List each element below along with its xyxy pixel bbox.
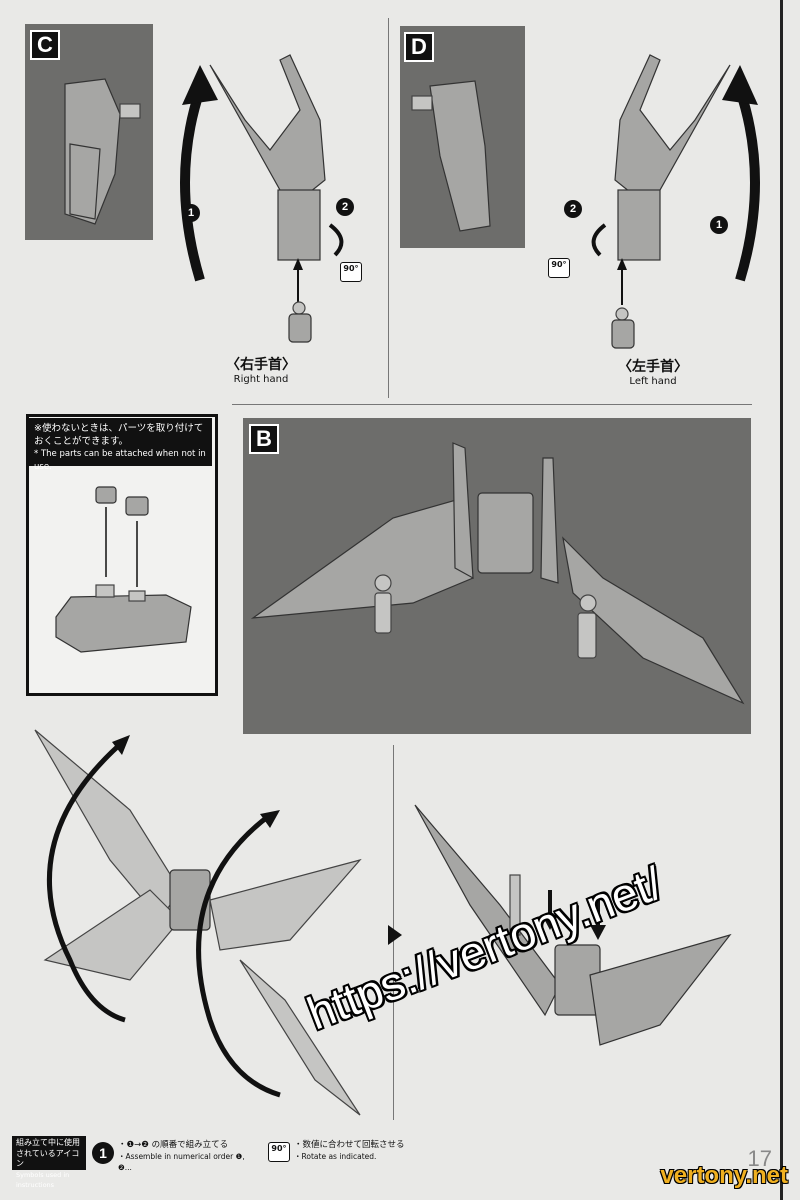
right-hand-part [288, 301, 312, 343]
panel-d-image [411, 80, 491, 232]
legend-rotate-jp: ・数値に合わせて回転させる [294, 1140, 405, 1150]
left-hand-part [611, 307, 635, 349]
rotate-90-badge-d: 90° [548, 258, 570, 278]
storage-base-illustration [55, 486, 192, 653]
rotate-90-badge: 90° [340, 262, 362, 282]
panel-c-image [64, 78, 141, 225]
divider-mid [232, 404, 752, 405]
legend-rotate: ・数値に合わせて回転させる ・Rotate as indicated. [294, 1140, 414, 1162]
step-1-marker: 1 [182, 204, 200, 222]
left-hand-label-jp: 〈左手首〉 [618, 359, 688, 375]
panel-c-reference [25, 24, 153, 240]
panel-b-tag: B [249, 424, 279, 454]
step-2-marker: 2 [336, 198, 354, 216]
legend-order: ・❶→❷ の順番で組み立てる ・Assemble in numerical or… [118, 1140, 258, 1173]
storage-note-jp-2: おくことができます。 [34, 436, 129, 447]
storage-note-jp-1: ※使わないときは、パーツを取り付けて [34, 423, 204, 434]
divider-right-edge [780, 0, 783, 1200]
step-1-marker-d: 1 [710, 216, 728, 234]
page-number: 17 [747, 1146, 772, 1171]
legend-order-jp: ・❶→❷ の順番で組み立てる [118, 1140, 229, 1150]
panel-d-tag: D [404, 32, 434, 62]
watermark-site: vertony.net [660, 1162, 788, 1189]
legend-rotate-en: ・Rotate as indicated. [294, 1152, 377, 1161]
legend-title-jp-2: されているアイコン [16, 1148, 80, 1169]
legend-step-icon: 1 [92, 1142, 114, 1164]
right-hand-label-en: Right hand [233, 374, 289, 385]
panel-c-illustration [180, 54, 344, 305]
legend-order-en: ・Assemble in numerical order ❶, ❷... [118, 1152, 245, 1172]
step-2-marker-d: 2 [564, 200, 582, 218]
panel-b-wing-illustration [250, 442, 745, 705]
wing-folded-result [414, 804, 732, 1046]
panel-d-reference [400, 26, 525, 248]
legend-rotate-icon: 90° [268, 1142, 290, 1162]
divider-top-center [388, 18, 389, 398]
legend-title-en: Symbols used in instructions [16, 1170, 70, 1190]
legend-title-jp-1: 組み立て中に使用 [16, 1138, 80, 1147]
storage-note: ※使わないときは、パーツを取り付けて おくことができます。 * The part… [28, 418, 212, 472]
storage-note-en: * The parts can be attached when not in … [34, 449, 206, 472]
panel-c-tag: C [30, 30, 60, 60]
right-hand-label-jp: 〈右手首〉 [226, 357, 296, 373]
legend-title: 組み立て中に使用 されているアイコン Symbols used in instr… [12, 1136, 86, 1189]
left-hand-label-en: Left hand [629, 376, 677, 387]
panel-b [243, 418, 751, 734]
panel-d-illustration [591, 54, 760, 305]
wing-fold-illustration [34, 729, 362, 1116]
next-step-arrow [388, 925, 402, 945]
